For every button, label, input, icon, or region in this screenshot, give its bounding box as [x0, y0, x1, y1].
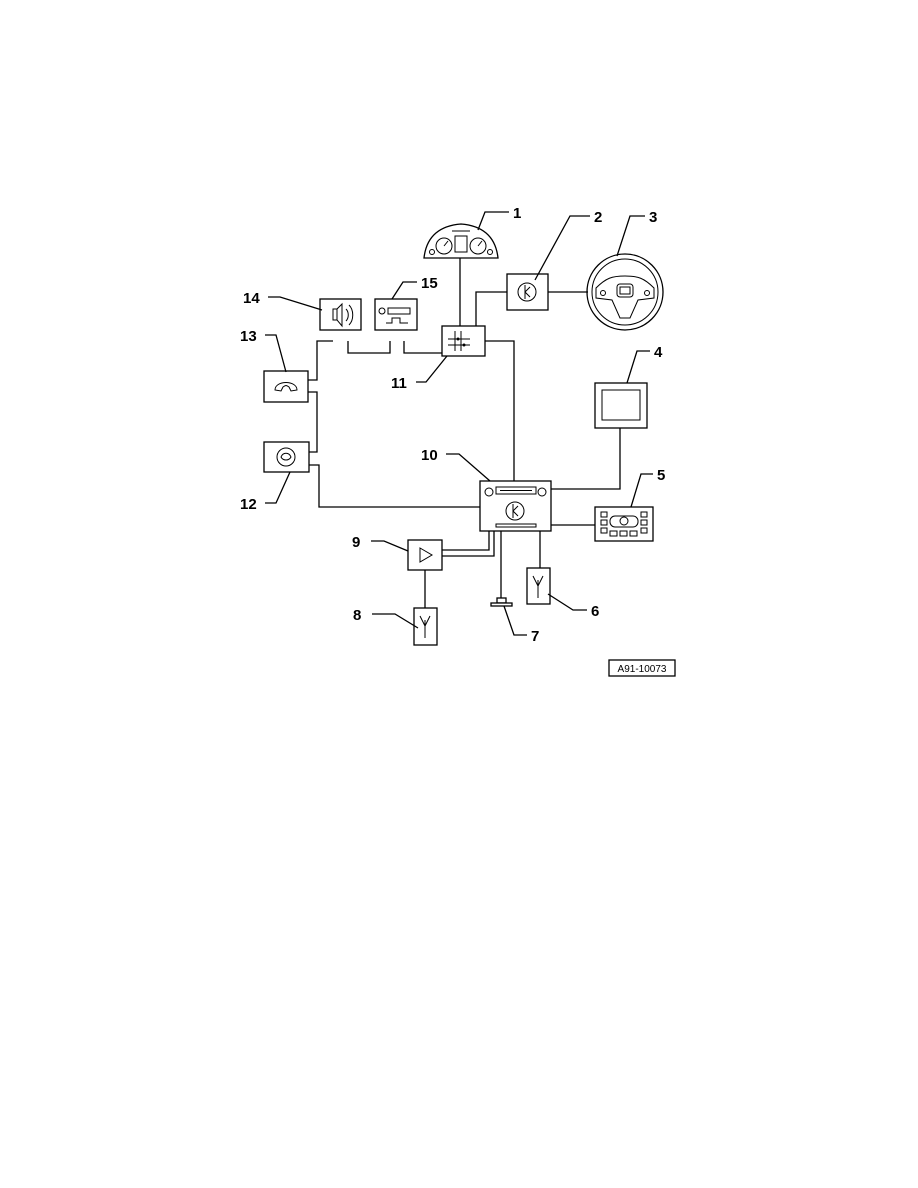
speaker-icon: [319, 298, 362, 331]
callout-6: 6: [591, 603, 599, 620]
reference-code: A91-10073: [618, 664, 667, 675]
diagnostic-connector-icon: [374, 298, 418, 331]
callout-11: 11: [391, 375, 407, 392]
callout-5: 5: [657, 467, 665, 484]
cd-drive-icon: [263, 441, 310, 473]
antenna-6-icon: [526, 567, 551, 605]
steering-column-module-icon: [506, 273, 549, 311]
callout-9: 9: [352, 534, 360, 551]
antenna-8-icon: [413, 607, 438, 646]
control-panel-icon: [594, 506, 654, 542]
callout-3: 3: [649, 209, 657, 226]
callout-14: 14: [243, 290, 260, 307]
callout-7: 7: [531, 628, 539, 645]
callout-10: 10: [421, 447, 438, 464]
instrument-cluster-icon: [423, 223, 499, 259]
telephone-icon: [263, 370, 309, 403]
steering-wheel-icon: [586, 253, 664, 331]
leader-lines: [265, 211, 653, 636]
gateway-icon: [441, 325, 486, 357]
callout-8: 8: [353, 607, 361, 624]
callout-numbers: 1 2 3 4 5 6 7 8 9 10 11 12 13 14 15: [240, 205, 665, 645]
callout-12: 12: [240, 496, 257, 513]
callout-1: 1: [513, 205, 521, 222]
callout-15: 15: [421, 275, 438, 292]
sensor-icon: [490, 597, 513, 607]
callout-4: 4: [654, 344, 663, 361]
amplifier-icon: [407, 539, 443, 571]
wiring: [308, 258, 621, 608]
radio-unit-icon: [479, 480, 552, 532]
callout-13: 13: [240, 328, 257, 345]
display-unit-icon: [594, 382, 648, 429]
reference-code-box: A91-10073: [608, 659, 676, 677]
callout-2: 2: [594, 209, 602, 226]
